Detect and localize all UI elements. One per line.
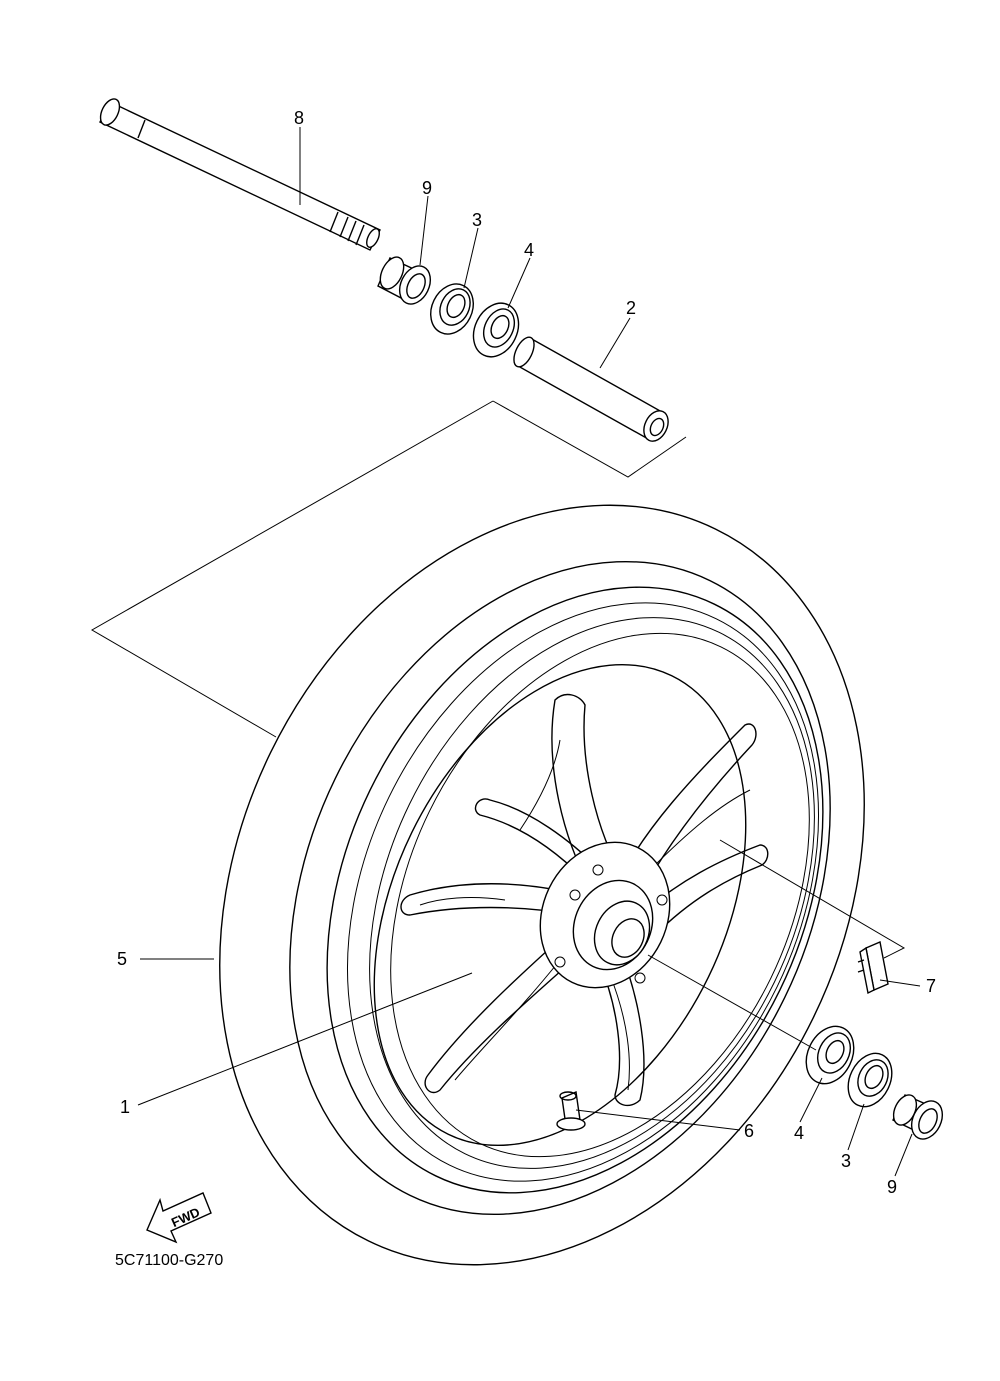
- callout-6: 6: [744, 1121, 754, 1141]
- callout-5: 5: [117, 949, 127, 969]
- axle-part-8: [99, 98, 381, 251]
- callout-1: 1: [120, 1097, 130, 1117]
- callout-4-right: 4: [794, 1123, 804, 1143]
- callout-9-right: 9: [887, 1177, 897, 1197]
- forward-direction-arrow: FWD: [146, 1192, 212, 1244]
- diagram-code: 5C71100-G270: [115, 1252, 223, 1269]
- bearing-part-3-top: [430, 283, 474, 335]
- collar-part-9-top: [377, 256, 432, 305]
- callout-4-top: 4: [524, 240, 534, 260]
- wheel-rim-part-1: [326, 586, 824, 1194]
- valve-part-6: [556, 1090, 586, 1131]
- bearing-part-4-right: [805, 1025, 855, 1085]
- callout-2: 2: [626, 298, 636, 318]
- callout-3-right: 3: [841, 1151, 851, 1171]
- collar-part-9-right: [892, 1094, 944, 1140]
- callout-labels: 8 9 3 4 2 5 1 7 6 4 3 9: [117, 108, 936, 1197]
- callout-9-top: 9: [422, 178, 432, 198]
- wheel-spokes: [400, 693, 769, 1107]
- bearing-part-4-top: [472, 302, 520, 358]
- spacer-part-2: [513, 336, 669, 442]
- bearing-part-3-right: [847, 1052, 893, 1108]
- wheel-hub: [539, 841, 671, 989]
- callout-7: 7: [926, 976, 936, 996]
- callout-3-top: 3: [472, 210, 482, 230]
- callout-8: 8: [294, 108, 304, 128]
- assembly-guide-lines: [90, 400, 906, 959]
- tire-part-5: [219, 504, 865, 1266]
- balance-weight-part-7: [857, 941, 889, 995]
- leader-lines: [137, 127, 921, 1177]
